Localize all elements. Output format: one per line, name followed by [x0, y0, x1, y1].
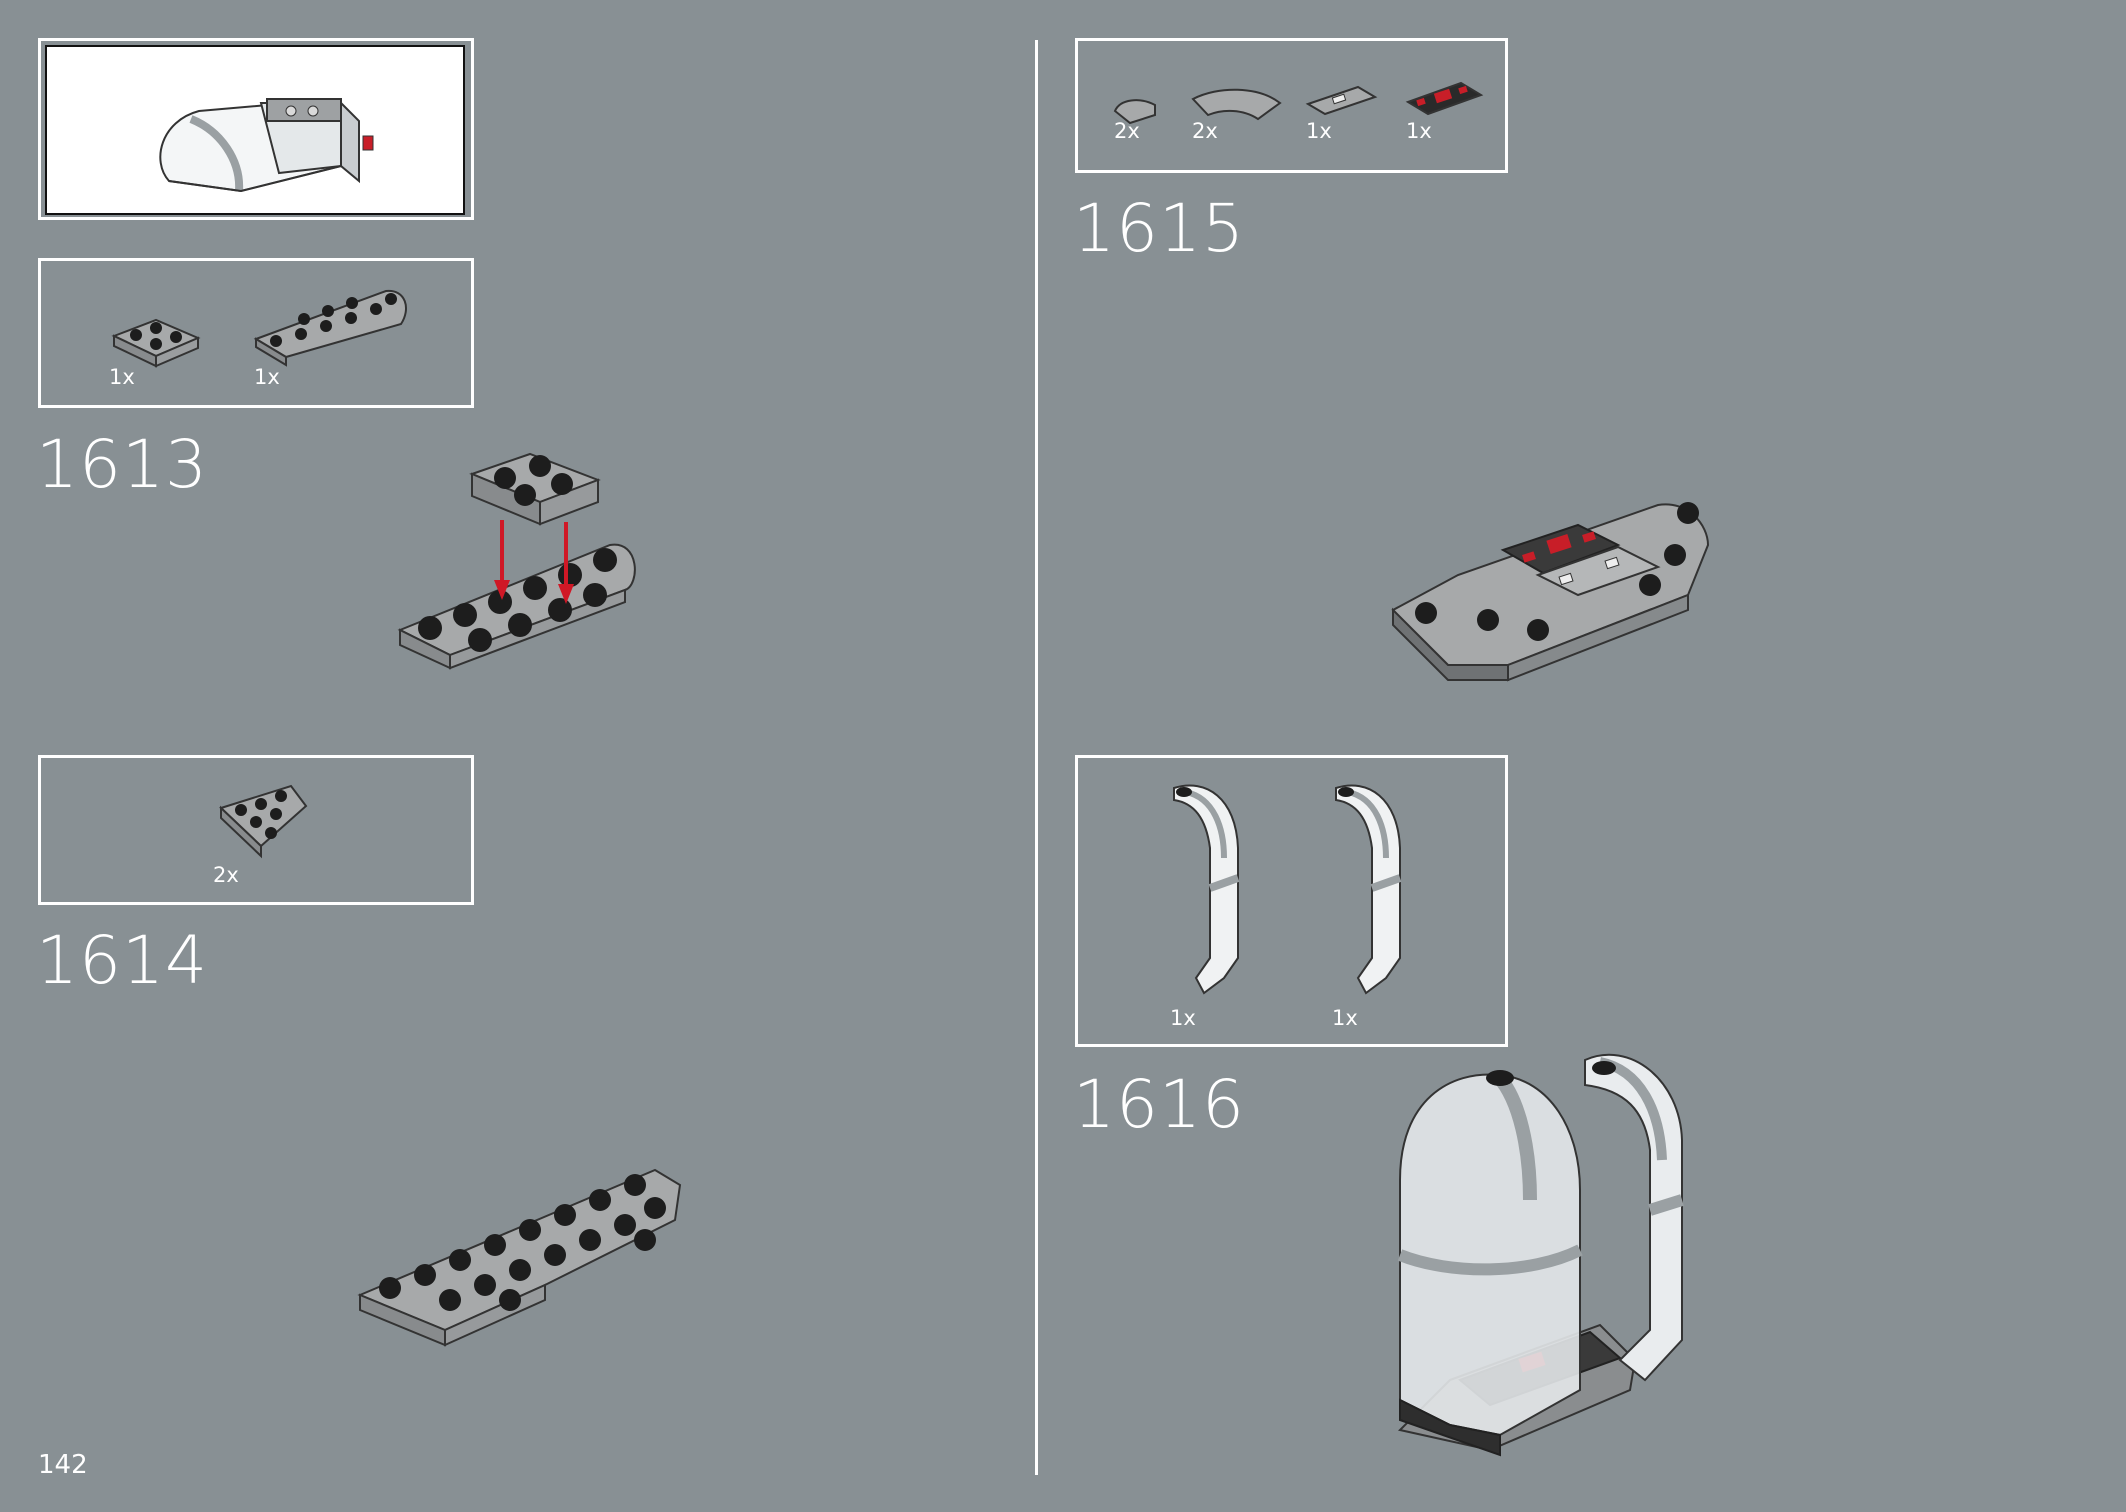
part-qty: 1x [254, 365, 280, 389]
part-qty: 1x [1332, 1006, 1358, 1030]
page-divider [1035, 40, 1038, 1475]
part-qty: 2x [1192, 119, 1218, 143]
canopy-half-left-icon [1173, 784, 1240, 995]
canopy-half-right-icon [1335, 784, 1402, 995]
parts-list-1615: 2x 2x 1x 1x [1075, 38, 1508, 173]
tile-1x2-icon [1305, 85, 1378, 116]
step-1614-illustration [357, 1168, 682, 1347]
step-1616-illustration [1397, 1053, 1684, 1457]
step-number: 1616 [1073, 1066, 1245, 1143]
part-qty: 2x [1114, 119, 1140, 143]
parts-list-1614: 2x [38, 755, 474, 905]
canopy-subassembly-image [159, 98, 374, 193]
step-number: 1615 [1073, 190, 1245, 267]
part-qty: 2x [213, 863, 239, 887]
subassembly-callout [38, 38, 474, 220]
part-qty: 1x [109, 365, 135, 389]
step-1615-illustration [1391, 502, 1710, 682]
step-1613-illustration [397, 452, 636, 670]
wedge-plate-3x3-icon [219, 784, 308, 859]
step-number: 1613 [36, 426, 208, 503]
part-qty: 1x [1170, 1006, 1196, 1030]
step-number: 1614 [36, 922, 208, 999]
parts-list-1616: 1x 1x [1075, 755, 1508, 1047]
plate-2x3-icon [111, 318, 201, 368]
printed-tile-red-icon [1405, 81, 1484, 116]
curved-tile-icon [1191, 88, 1282, 121]
parts-list-1613: 1x 1x [38, 258, 474, 408]
wedge-plate-icon [253, 289, 407, 367]
part-qty: 1x [1306, 119, 1332, 143]
round-tile-quarter-icon [1113, 99, 1156, 125]
page-number: 142 [38, 1450, 88, 1480]
part-qty: 1x [1406, 119, 1432, 143]
